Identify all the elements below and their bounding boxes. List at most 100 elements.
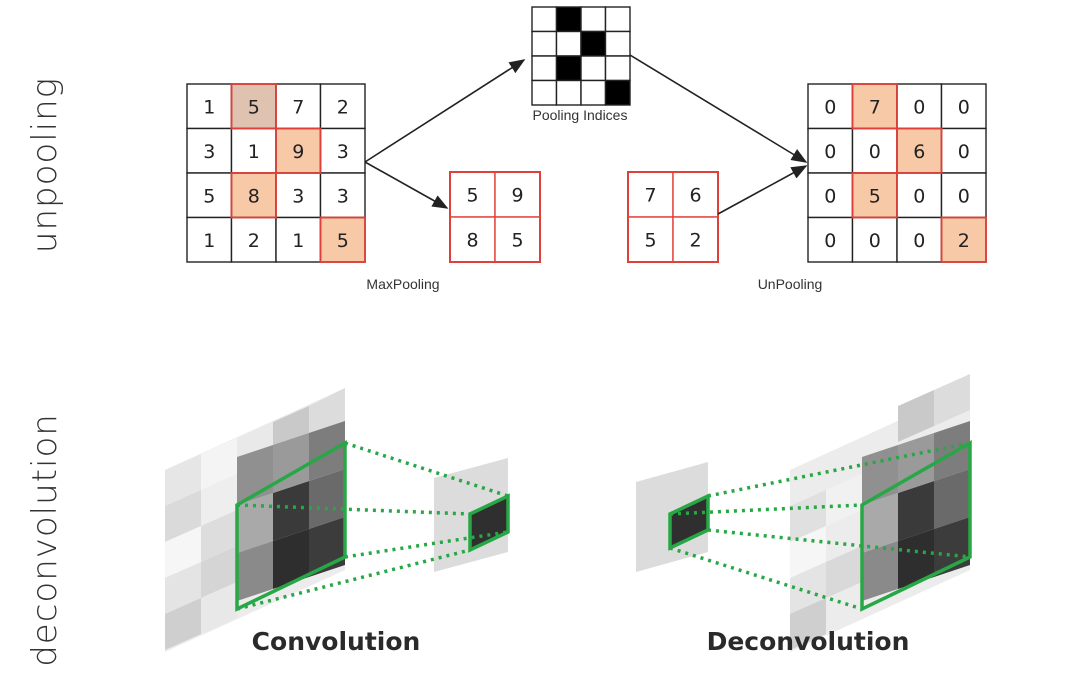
highlight-border	[230, 172, 277, 219]
deconvolution-kernel-region	[860, 421, 972, 612]
highlight-border	[940, 216, 987, 263]
grid-cell	[807, 127, 854, 174]
deconvolution-input-map	[636, 462, 710, 572]
index-cell	[580, 79, 607, 106]
grid-cell	[672, 216, 719, 263]
cell-value: 5	[466, 185, 478, 207]
cell-value: 1	[203, 96, 215, 118]
arrow-unpool-to-output	[717, 165, 808, 215]
highlight-border	[319, 216, 366, 263]
unpooling-caption: UnPooling	[758, 276, 823, 292]
grid-cell	[940, 172, 987, 219]
pooling-indices-label: Pooling Indices	[533, 107, 628, 123]
cell-value: 3	[337, 185, 349, 207]
cell-value: 6	[689, 185, 701, 207]
cell-value: 3	[292, 185, 304, 207]
arrow-to-maxpool-output	[364, 161, 449, 209]
grid-cell	[896, 83, 943, 130]
cell-value: 0	[958, 96, 970, 118]
highlight-border	[275, 127, 322, 174]
pooling-indices-grid	[531, 6, 631, 106]
grid-cell	[319, 83, 366, 130]
maxpooling-label: MaxPooling	[366, 276, 439, 292]
cell-value: 1	[292, 230, 304, 252]
index-cell	[555, 79, 582, 106]
cell-value: 0	[958, 141, 970, 163]
cell-value: 5	[511, 230, 523, 252]
cell-value: 3	[337, 141, 349, 163]
cell-value: 7	[869, 96, 881, 118]
cell-value: 0	[913, 185, 925, 207]
cell-value: 0	[824, 96, 836, 118]
highlight-border	[230, 83, 277, 130]
highlight-border	[851, 172, 898, 219]
grid-cell	[851, 216, 898, 263]
cell-value: 0	[869, 141, 881, 163]
cell-value: 9	[511, 185, 523, 207]
cell-value: 9	[292, 141, 304, 163]
cell-value: 7	[292, 96, 304, 118]
cell-value: 2	[689, 230, 701, 252]
index-cell	[555, 30, 582, 57]
grid-cell	[494, 171, 541, 218]
grid-cell	[186, 216, 233, 263]
convolution-diagram: Convolution	[165, 388, 510, 656]
cell-value: 0	[824, 230, 836, 252]
arrow-to-indices	[364, 59, 526, 163]
cell-value: 0	[958, 185, 970, 207]
cell-value: 1	[248, 141, 260, 163]
grid-cell	[807, 83, 854, 130]
index-cell	[531, 30, 558, 57]
deconvolution-projection-lines	[669, 441, 971, 611]
index-cell	[531, 6, 558, 33]
convolution-projection-lines	[236, 441, 509, 611]
highlight-border	[896, 127, 943, 174]
index-cell	[604, 30, 631, 57]
grid-cell	[807, 216, 854, 263]
arrow-indices-to-output	[629, 54, 808, 163]
grid-cell	[807, 172, 854, 219]
index-cell-active	[555, 55, 582, 82]
index-cell	[531, 79, 558, 106]
unpooling-side-label: unpooling	[25, 77, 65, 253]
cell-value: 0	[824, 141, 836, 163]
cell-value: 5	[248, 96, 260, 118]
cell-value: 0	[913, 230, 925, 252]
convolution-kernel-region	[235, 421, 347, 612]
cell-value: 3	[203, 141, 215, 163]
grid-outline	[449, 171, 541, 263]
cell-value: 8	[248, 185, 260, 207]
grid-outline	[627, 171, 719, 263]
cell-value: 5	[644, 230, 656, 252]
grid-cell	[230, 127, 277, 174]
deconvolution-diagram: Deconvolution	[636, 374, 972, 656]
cell-value: 0	[824, 185, 836, 207]
grid-cell	[186, 83, 233, 130]
deconvolution-side-label: deconvolution	[25, 413, 65, 667]
maxpool-output-grid: 5 9 8 5	[449, 171, 541, 263]
cell-value: 2	[958, 230, 970, 252]
highlighted-cell	[230, 83, 277, 130]
cell-value: 8	[466, 230, 478, 252]
cell-value: 5	[203, 185, 215, 207]
cell-value: 5	[869, 185, 881, 207]
grid-cell	[940, 127, 987, 174]
index-cell	[580, 6, 607, 33]
index-cell	[604, 6, 631, 33]
grid-cell	[627, 216, 674, 263]
index-cell-active	[580, 30, 607, 57]
index-cell-active	[604, 79, 631, 106]
grid-cell	[627, 171, 674, 218]
cell-value: 6	[913, 141, 925, 163]
index-cell	[531, 55, 558, 82]
grid-cell	[319, 172, 366, 219]
cell-value: 2	[248, 230, 260, 252]
deconvolution-caption: Deconvolution	[707, 627, 910, 656]
index-cell	[604, 55, 631, 82]
cell-value: 2	[337, 96, 349, 118]
grid-cell	[896, 216, 943, 263]
